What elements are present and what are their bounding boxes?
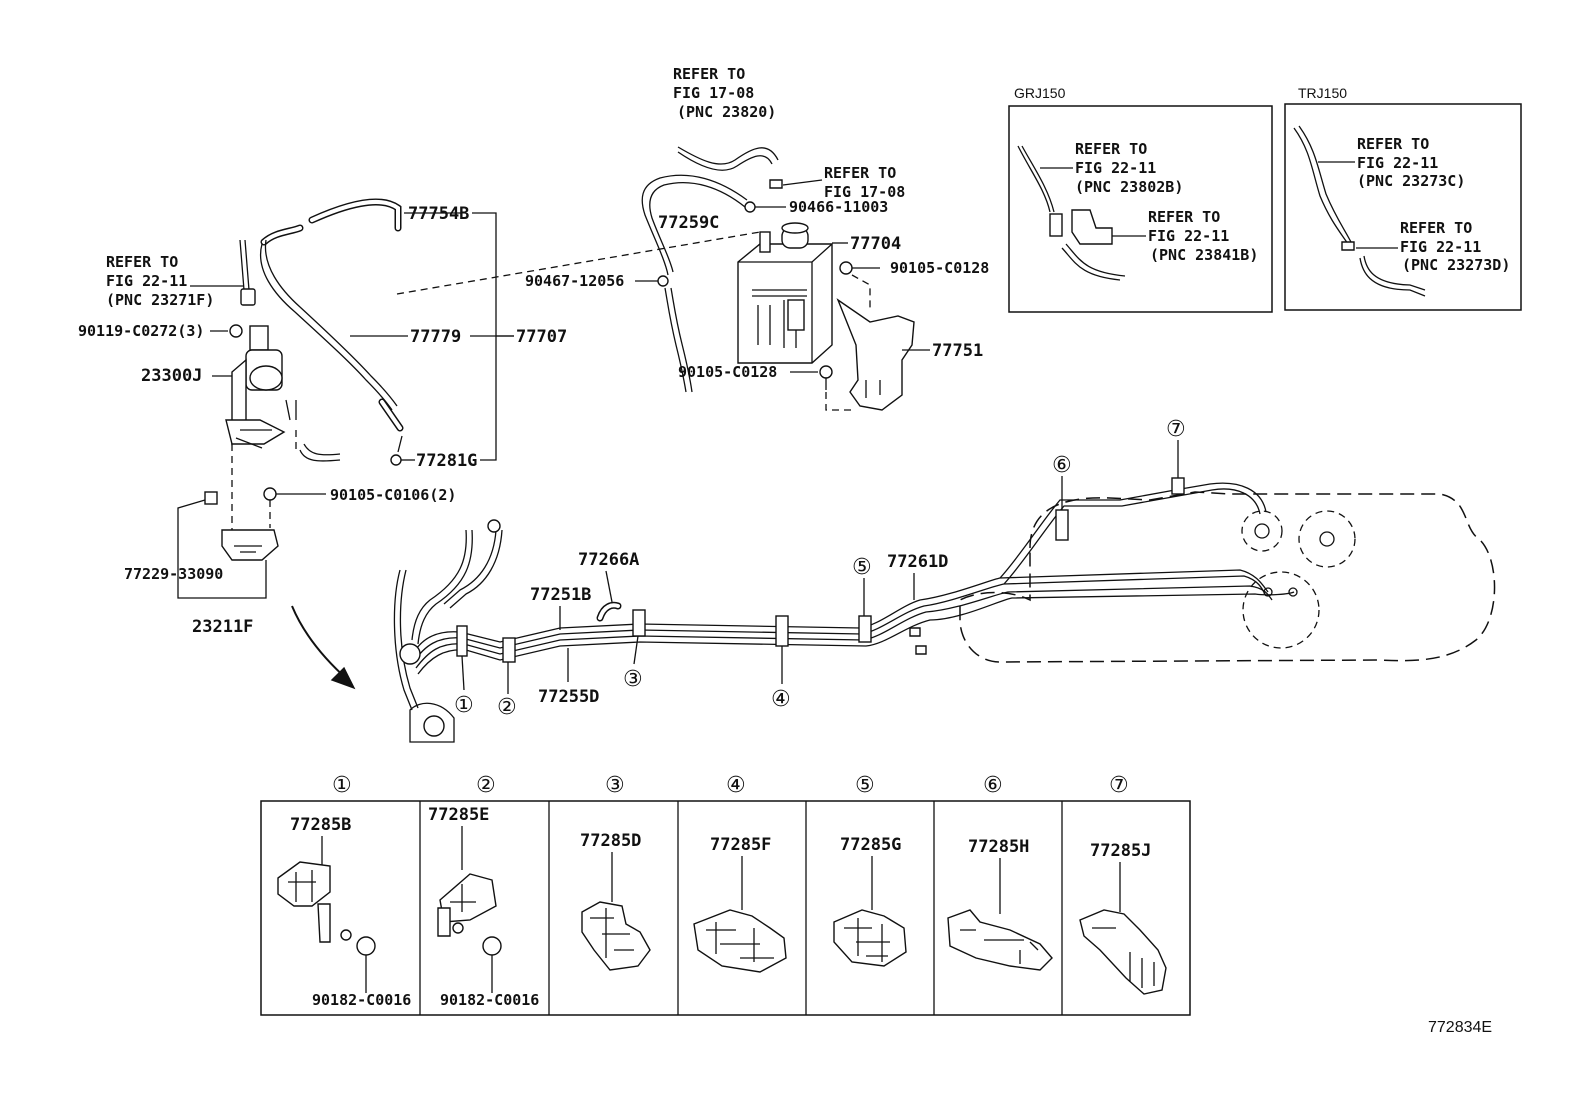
vsv-23300j: 23300J	[141, 325, 297, 449]
ref-line-3: (PNC 23271F)	[106, 291, 214, 309]
inset-grj150-title: GRJ150	[1014, 85, 1066, 101]
trj-ref-a-1: REFER TO	[1357, 135, 1429, 153]
figure-id: 772834E	[1428, 1019, 1492, 1036]
bundle-labels: 77266A 77251B 77255D 77261D	[530, 550, 948, 707]
fuel-tank-outline	[959, 491, 1496, 663]
callout-2: ②	[497, 694, 517, 719]
label-77229: 77229-33090	[124, 565, 223, 583]
ref-line-1: REFER TO	[824, 164, 896, 182]
ref-fig1708-top: REFER TO FIG 17-08 (PNC 23820)	[673, 65, 776, 121]
ref-fig1708-right: REFER TO FIG 17-08	[769, 164, 905, 201]
callout-1: ①	[454, 692, 474, 717]
trj-ref-a-2: FIG 22-11	[1357, 154, 1438, 172]
label-77251b: 77251B	[530, 585, 591, 605]
callout-5: ⑤	[852, 554, 872, 579]
label-77779: 77779	[410, 327, 461, 347]
label-90119: 90119-C0272(3)	[78, 322, 204, 340]
grj-ref-a-2: FIG 22-11	[1075, 159, 1156, 177]
ref-line-1: REFER TO	[673, 65, 745, 83]
table-part-2: 77285E	[428, 805, 489, 825]
label-90105-c0106: 90105-C0106(2)	[330, 486, 456, 504]
label-77259c: 77259C	[658, 213, 719, 233]
table-part-1: 77285B	[290, 815, 351, 835]
clip-90467: 90467-12056	[525, 272, 693, 393]
table-marker-1: ①	[332, 772, 352, 797]
hose-77259c: 77259C	[641, 174, 748, 276]
bolt-90105-c0128-upper: 90105-C0128	[839, 259, 989, 310]
callout-4: ④	[771, 686, 791, 711]
hose-77754b: 77754B	[260, 198, 469, 246]
label-23211f: 23211F	[192, 617, 253, 637]
clip-90466: 90466-11003	[744, 198, 888, 216]
inset-trj150: TRJ150 REFER TO FIG 22-11 (PNC 23273C) R…	[1284, 85, 1522, 311]
grj-ref-a-3: (PNC 23802B)	[1075, 178, 1183, 196]
short-hose	[299, 443, 341, 462]
ref-line-1: REFER TO	[106, 253, 178, 271]
trj-ref-a-3: (PNC 23273C)	[1357, 172, 1465, 190]
table-nut-1: 90182-C0016	[312, 991, 411, 1009]
table-marker-4: ④	[726, 772, 746, 797]
bolt-90119: 90119-C0272(3)	[78, 322, 243, 340]
callout-3: ③	[623, 666, 643, 691]
table-part-7: 77285J	[1090, 841, 1151, 861]
clamp-marks	[456, 477, 1185, 663]
table-marker-7: ⑦	[1109, 772, 1129, 797]
trj-ref-b-2: FIG 22-11	[1400, 238, 1481, 256]
clamp-table: ① ② ③ ④ ⑤ ⑥ ⑦ 77285B 90182-C0016 77285E …	[260, 772, 1191, 1016]
ref-line-2: FIG 22-11	[106, 272, 187, 290]
ref-line-3: (PNC 23820)	[677, 103, 776, 121]
bundle-callouts: ① ② ③ ④ ⑤ ⑥ ⑦	[454, 416, 1186, 719]
table-part-6: 77285H	[968, 837, 1029, 857]
bracket-23211f: 77229-33090 23211F	[124, 491, 279, 637]
table-marker-6: ⑥	[983, 772, 1003, 797]
label-77261d: 77261D	[887, 552, 948, 572]
label-90105-c0128-a: 90105-C0128	[890, 259, 989, 277]
label-77281g: 77281G	[416, 451, 477, 471]
dashed-link-hose	[396, 231, 761, 295]
table-marker-5: ⑤	[855, 772, 875, 797]
table-marker-3: ③	[605, 772, 625, 797]
inset-grj150: GRJ150 REFER TO FIG 22-11 (PNC 23802B) R…	[1008, 85, 1273, 313]
ref-line-2: FIG 17-08	[824, 183, 905, 201]
trj-ref-b-1: REFER TO	[1400, 219, 1472, 237]
table-nut-2: 90182-C0016	[440, 991, 539, 1009]
hose-77779: 77779 77707	[260, 239, 567, 432]
canister-bracket-77751: 77751	[836, 298, 983, 411]
label-77754b: 77754B	[408, 204, 469, 224]
label-77704: 77704	[850, 234, 901, 254]
direction-arrow	[291, 605, 356, 690]
table-part-4: 77285F	[710, 835, 771, 855]
canister-upper-hose	[677, 146, 779, 171]
grj-ref-a-1: REFER TO	[1075, 140, 1147, 158]
fuel-line-bundle	[393, 482, 1295, 743]
label-77255d: 77255D	[538, 687, 599, 707]
ref-fig2211-left: REFER TO FIG 22-11 (PNC 23271F)	[106, 239, 256, 309]
grj-ref-b-3: (PNC 23841B)	[1150, 246, 1258, 264]
label-90105-c0128-b: 90105-C0128	[678, 363, 777, 381]
label-77751: 77751	[932, 341, 983, 361]
table-part-5: 77285G	[840, 835, 901, 855]
inset-trj150-title: TRJ150	[1298, 85, 1347, 101]
bolt-90105-c0106: 90105-C0106(2)	[263, 486, 456, 528]
grj-ref-b-1: REFER TO	[1148, 208, 1220, 226]
grj-ref-b-2: FIG 22-11	[1148, 227, 1229, 245]
table-part-3: 77285D	[580, 831, 641, 851]
label-90467: 90467-12056	[525, 272, 624, 290]
label-90466: 90466-11003	[789, 198, 888, 216]
charcoal-canister: 77704	[737, 222, 901, 364]
label-23300j: 23300J	[141, 366, 202, 386]
callout-6: ⑥	[1052, 452, 1072, 477]
clip-77281g: 77281G	[390, 435, 477, 471]
table-marker-2: ②	[476, 772, 496, 797]
bolt-90105-c0128-lower: 90105-C0128	[678, 363, 852, 411]
label-77266a: 77266A	[578, 550, 639, 570]
ref-line-2: FIG 17-08	[673, 84, 754, 102]
callout-7: ⑦	[1166, 416, 1186, 441]
trj-ref-b-3: (PNC 23273D)	[1402, 256, 1510, 274]
label-77707: 77707	[516, 327, 567, 347]
